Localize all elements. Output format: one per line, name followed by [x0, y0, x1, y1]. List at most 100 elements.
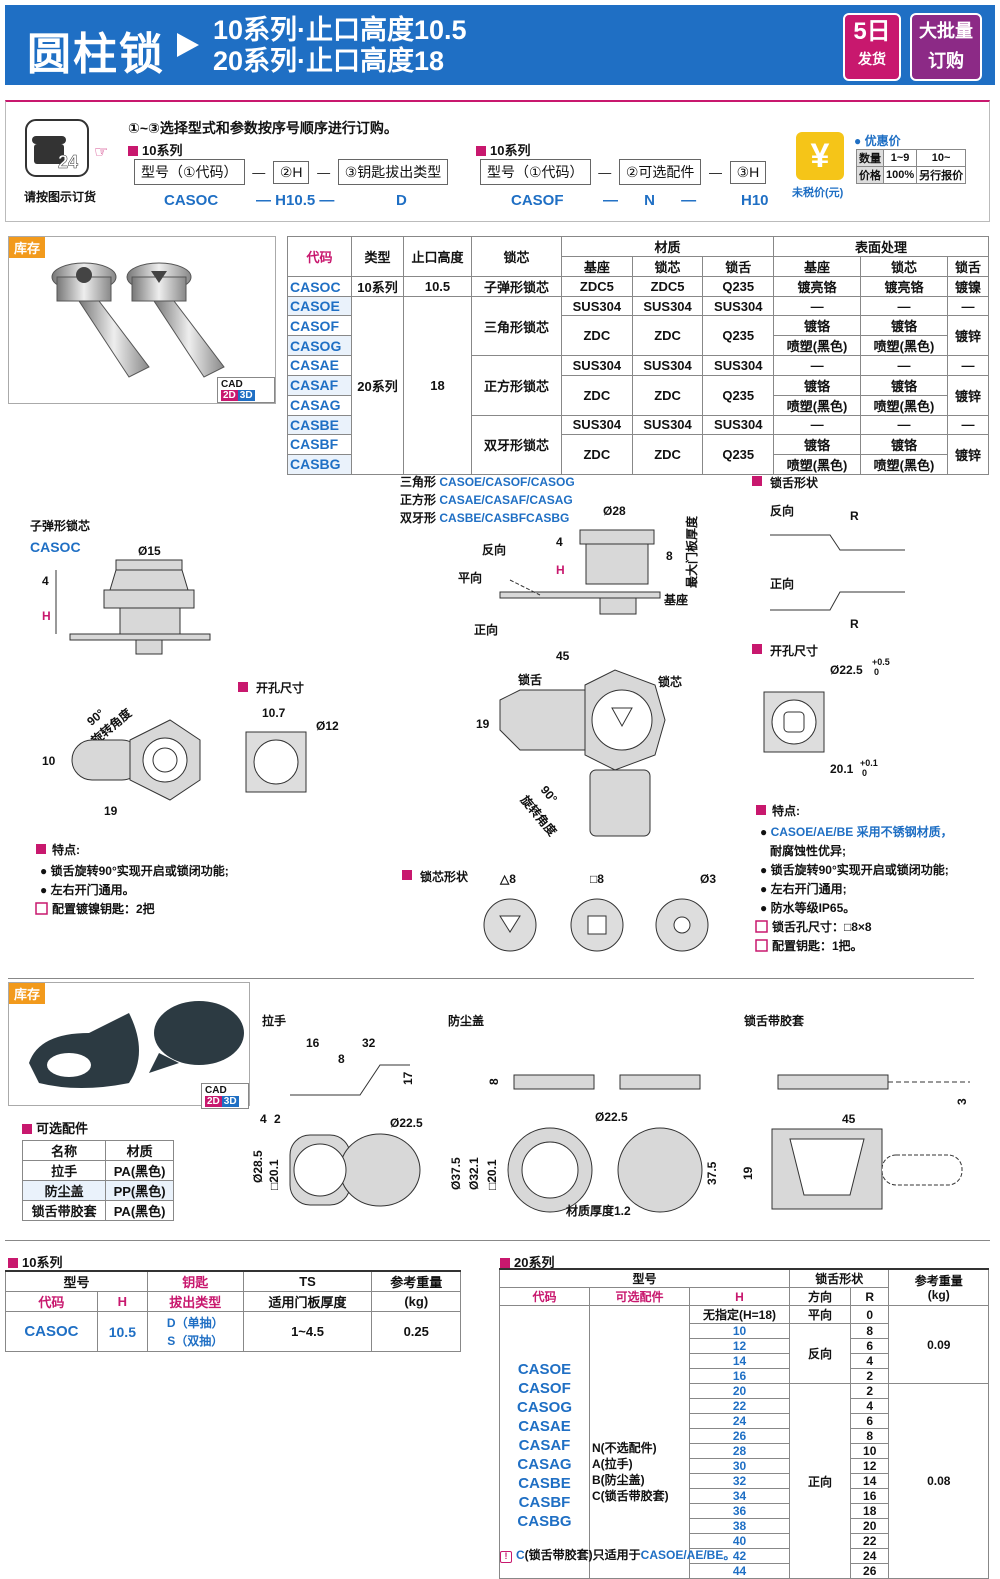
svg-text:4: 4: [42, 574, 49, 588]
badge-5day: 5日 发货: [843, 13, 901, 81]
row-code: CASOC: [287, 276, 352, 297]
svg-text:特点:: 特点:: [772, 803, 800, 818]
svg-text:19: 19: [104, 804, 118, 818]
svg-text:Ø28: Ø28: [603, 504, 626, 518]
row-code: CASOE: [287, 295, 352, 317]
svg-text:Ø22.5: Ø22.5: [390, 1116, 423, 1130]
svg-text:3: 3: [955, 1098, 969, 1105]
svg-text:● 左右开门通用;: ● 左右开门通用;: [760, 881, 847, 896]
svg-text:H: H: [42, 609, 51, 623]
s20-box-h: ③H: [729, 161, 767, 184]
svg-text:锁舌: 锁舌: [518, 672, 542, 687]
svg-text:● 锁舌旋转90°实现开启或锁闭功能;: ● 锁舌旋转90°实现开启或锁闭功能;: [760, 862, 949, 877]
svg-text:45: 45: [556, 649, 570, 663]
t20-title: 20系列: [514, 1255, 555, 1270]
svg-text:开孔尺寸: 开孔尺寸: [256, 680, 304, 695]
svg-text:+0.1: +0.1: [860, 758, 878, 768]
svg-text:● CASOE/AE/BE 采用不锈钢材质，: ● CASOE/AE/BE 采用不锈钢材质，: [760, 824, 953, 839]
square-marker-icon: [128, 146, 138, 156]
svg-text:Ø22.5: Ø22.5: [595, 1110, 628, 1124]
subtitle-20: 20系列·止口高度18: [213, 46, 445, 76]
series-subtitle: 10系列·止口高度10.5 20系列·止口高度18: [213, 15, 467, 77]
svg-text:0: 0: [874, 667, 879, 677]
svg-text:三角形 CASOE/CASOF/CASOG: 三角形 CASOE/CASOF/CASOG: [400, 474, 575, 489]
phone-label: 请按图示订货: [24, 190, 97, 204]
svg-text:配置钥匙：1把。: 配置钥匙：1把。: [772, 938, 863, 953]
s10-ex-code: CASOC: [164, 192, 219, 209]
svg-text:配置镀镍钥匙：2把: 配置镀镍钥匙：2把: [52, 901, 155, 916]
svg-text:17: 17: [401, 1071, 415, 1085]
header-banner: 圆柱锁 10系列·止口高度10.5 20系列·止口高度18 5日 发货 大批量 …: [5, 5, 995, 85]
s10-format: 型号（①代码） — ②H — ③钥匙拔出类型: [134, 159, 449, 185]
cam-lock-photo: [51, 262, 225, 378]
s10-ex-h: H10.5: [275, 192, 316, 209]
s20-ex-code: CASOF: [511, 192, 564, 209]
svg-text:19: 19: [741, 1166, 755, 1180]
svg-text:8: 8: [487, 1078, 501, 1085]
svg-text:耐腐蚀性优异;: 耐腐蚀性优异;: [770, 843, 846, 858]
s20-ex-opt: N: [644, 192, 656, 209]
spec-table: 代码 类型 止口高度 锁芯 材质 表面处理 基座锁芯锁舌 基座锁芯锁舌 CASO…: [287, 236, 990, 475]
svg-text:最大门板厚度: 最大门板厚度: [684, 515, 699, 588]
arrow-right-icon: [177, 33, 199, 57]
svg-text:锁芯形状: 锁芯形状: [420, 869, 469, 884]
svg-text:Ø28.5: Ø28.5: [251, 1150, 265, 1183]
svg-text:锁舌孔尺寸：□8×8: 锁舌孔尺寸：□8×8: [772, 919, 872, 934]
svg-text:锁舌带胶套: 锁舌带胶套: [744, 1013, 805, 1028]
svg-text:24: 24: [58, 152, 78, 172]
subtitle-10: 10系列·止口高度10.5: [213, 15, 467, 45]
svg-text:Ø22.5: Ø22.5: [830, 663, 863, 677]
svg-text:10: 10: [42, 754, 56, 768]
svg-text:4: 4: [260, 1112, 267, 1126]
svg-text:16: 16: [306, 1036, 320, 1050]
technical-drawings: 子弹形锁芯 CASOC Ø15 4 H 90° 旋转角度 10 19 开孔尺寸 …: [30, 474, 953, 953]
price-tax-label: 未税价(元): [792, 187, 844, 199]
t20-footnote: !C(锁舌带胶套)只适用于CASOE/AE/BE。: [500, 1546, 735, 1563]
order-instruction: ①~③选择型式和参数按序号顺序进行订购。: [128, 120, 398, 136]
square-marker-icon: [476, 146, 486, 156]
svg-text:拉手: 拉手: [262, 1013, 286, 1028]
s20-format: 型号（①代码） — ②可选配件 — ③H: [480, 159, 767, 185]
svg-text:● 左右开门通用。: ● 左右开门通用。: [40, 882, 135, 897]
accessory-drawings: 拉手 防尘盖 锁舌带胶套 16 32 8 17 4 2 Ø22.5 32 Ø28…: [250, 1013, 970, 1218]
s10-title: 10系列: [142, 143, 183, 158]
s10-box-code: 型号（①代码）: [134, 159, 245, 185]
svg-text:Ø32.1: Ø32.1: [467, 1157, 481, 1190]
svg-text:8: 8: [338, 1052, 345, 1066]
svg-text:● 锁舌旋转90°实现开启或锁闭功能;: ● 锁舌旋转90°实现开启或锁闭功能;: [40, 863, 229, 878]
svg-text:Ø15: Ø15: [138, 544, 161, 558]
svg-text:双牙形 CASBE/CASBFCASBG: 双牙形 CASBE/CASBFCASBG: [400, 511, 569, 525]
svg-text:20.1: 20.1: [830, 762, 854, 776]
svg-text:CASOC: CASOC: [30, 539, 81, 555]
svg-text:90°: 90°: [538, 783, 561, 806]
s20-box-code: 型号（①代码）: [480, 159, 591, 185]
badge-bulk: 大批量 订购: [910, 13, 982, 81]
svg-text:Ø37.5: Ø37.5: [449, 1157, 463, 1190]
svg-text:△8: △8: [499, 872, 516, 886]
svg-text:19: 19: [476, 717, 490, 731]
svg-text:37.5: 37.5: [705, 1161, 719, 1185]
options-title: 可选配件: [36, 1121, 89, 1136]
svg-text:0: 0: [862, 768, 867, 778]
order-section: 24 请按图示订货 ☞ ①~③选择型式和参数按序号顺序进行订购。 10系列 型号…: [5, 100, 990, 222]
svg-text:特点:: 特点:: [52, 842, 80, 857]
svg-text:8: 8: [666, 549, 673, 563]
svg-text:45: 45: [842, 1112, 856, 1126]
svg-text:锁舌形状: 锁舌形状: [770, 475, 819, 490]
svg-text:10.7: 10.7: [262, 706, 286, 720]
svg-text:□8: □8: [590, 872, 604, 886]
svg-text:平向: 平向: [458, 570, 482, 585]
stock-tag: 库存: [9, 237, 46, 258]
svg-text:Ø12: Ø12: [316, 719, 339, 733]
svg-text:2: 2: [274, 1112, 281, 1126]
svg-text:材质厚度1.2: 材质厚度1.2: [565, 1203, 631, 1218]
page-title: 圆柱锁: [27, 30, 165, 79]
svg-text:反向: 反向: [482, 542, 506, 557]
stock-tag: 库存: [9, 983, 46, 1004]
svg-text:R: R: [850, 509, 859, 523]
s20-box-opt: ②可选配件: [618, 159, 702, 185]
svg-text:32: 32: [362, 1036, 376, 1050]
